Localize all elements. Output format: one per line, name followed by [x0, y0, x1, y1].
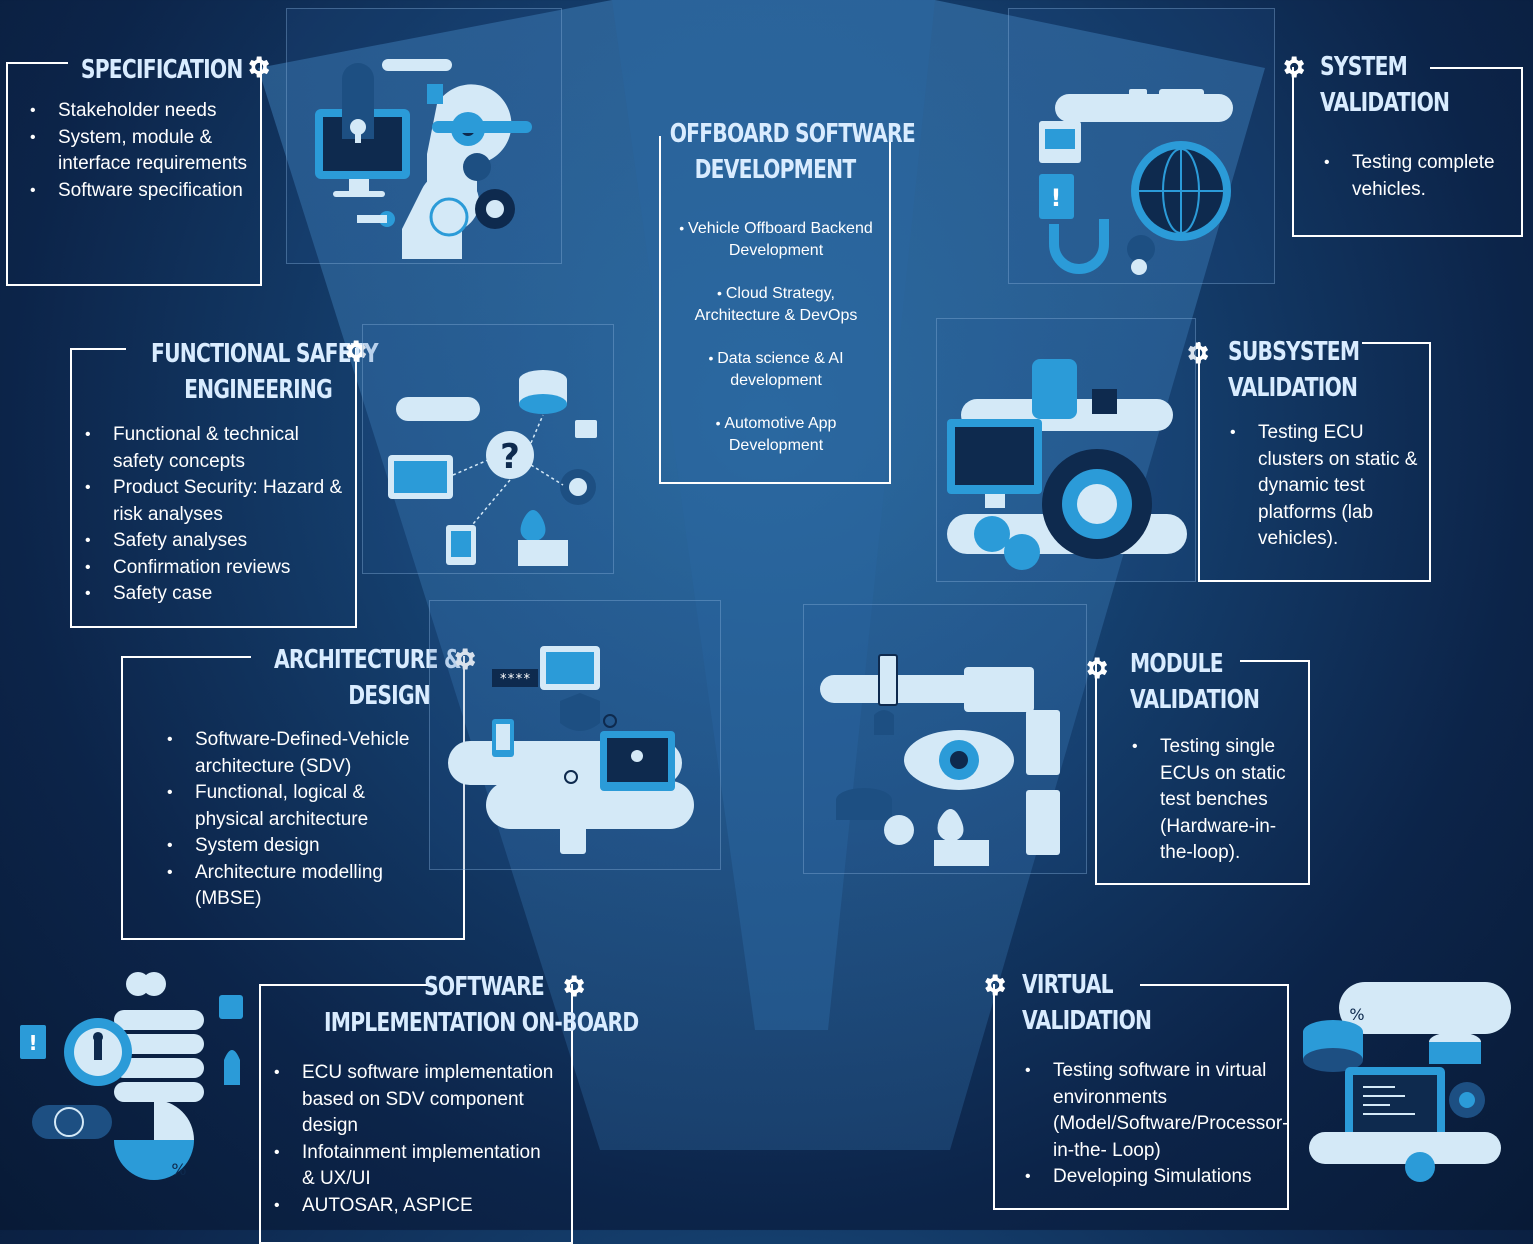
list-item: Product Security: Hazard & risk analyses	[85, 475, 345, 528]
software-impl-title: SOFTWARE IMPLEMENTATION ON-BOARD	[324, 972, 639, 1038]
list-item: Testing software in virtual environments…	[1025, 1058, 1288, 1164]
specification-title: SPECIFICATION	[80, 55, 243, 85]
virtual-validation-illustration: %	[1295, 972, 1527, 1194]
svg-text:!: !	[1051, 184, 1062, 212]
list-item: System, module & interface requirements	[30, 125, 250, 178]
architecture-title: ARCHITECTURE & DESIGN	[274, 645, 462, 711]
percent-label: %	[171, 1160, 186, 1179]
password-mask: ****	[499, 672, 530, 687]
specification-frame-top	[6, 62, 68, 64]
list-item: Developing Simulations	[1025, 1164, 1280, 1191]
svg-text:?: ?	[500, 437, 520, 477]
architecture-illustration: ****	[429, 600, 721, 870]
module-validation-frame-top	[1240, 660, 1310, 662]
list-item: Software-Defined-Vehicle architecture (S…	[167, 727, 437, 780]
list-item: Data science & AI development	[676, 348, 876, 391]
software-impl-list: ECU software implementation based on SDV…	[274, 1060, 554, 1219]
percent-label: %	[1349, 1005, 1364, 1024]
subsystem-validation-title: SUBSYSTEM VALIDATION	[1228, 337, 1360, 403]
specification-illustration	[286, 8, 562, 264]
module-validation-illustration	[803, 604, 1087, 874]
architecture-frame-top	[121, 656, 251, 658]
list-item: Cloud Strategy, Architecture & DevOps	[676, 283, 876, 326]
virtual-validation-title: VIRTUAL VALIDATION	[1022, 970, 1152, 1036]
list-item: Functional & technical safety concepts	[85, 422, 345, 475]
functional-safety-frame-top	[70, 348, 126, 350]
list-item: Stakeholder needs	[30, 98, 250, 125]
architecture-list: Software-Defined-Vehicle architecture (S…	[167, 727, 437, 913]
list-item: Automotive App Development	[676, 413, 876, 456]
software-impl-frame-top	[259, 984, 431, 986]
list-item: Testing ECU clusters on static & dynamic…	[1230, 420, 1420, 553]
functional-safety-list: Functional & technical safety concepts P…	[85, 422, 345, 608]
specification-list: Stakeholder needs System, module & inter…	[30, 98, 250, 204]
gear-icon	[455, 648, 476, 670]
module-validation-list: Testing single ECUs on static test bench…	[1132, 734, 1292, 867]
functional-safety-frame	[70, 348, 357, 628]
list-item: Testing single ECUs on static test bench…	[1132, 734, 1292, 867]
module-validation-frame	[1095, 660, 1310, 885]
system-validation-title: SYSTEM VALIDATION	[1320, 52, 1450, 118]
list-item: Vehicle Offboard Backend Development	[676, 218, 876, 261]
list-item: System design	[167, 833, 437, 860]
gear-icon	[985, 974, 1006, 996]
functional-safety-illustration: ?	[362, 324, 614, 574]
offboard-title: OFFBOARD SOFTWARE DEVELOPMENT	[669, 119, 916, 185]
system-validation-list: Testing complete vehicles.	[1324, 150, 1519, 203]
functional-safety-title: FUNCTIONAL SAFETY ENGINEERING	[151, 339, 379, 405]
gear-icon	[1188, 342, 1209, 364]
gear-icon	[346, 340, 367, 362]
gear-icon	[1284, 56, 1305, 78]
virtual-validation-frame-top	[1140, 984, 1289, 986]
list-item: Functional, logical & physical architect…	[167, 780, 437, 833]
subsystem-validation-frame-top	[1362, 342, 1431, 344]
subsystem-validation-list: Testing ECU clusters on static & dynamic…	[1230, 420, 1420, 553]
list-item: Safety analyses	[85, 528, 345, 555]
software-impl-illustration: ! %	[14, 970, 254, 1200]
architecture-frame	[121, 656, 465, 940]
list-item: Software specification	[30, 178, 250, 205]
list-item: ECU software implementation based on SDV…	[274, 1060, 554, 1140]
list-item: Confirmation reviews	[85, 555, 345, 582]
list-item: Architecture modelling (MBSE)	[167, 860, 437, 913]
virtual-validation-list: Testing software in virtual environments…	[1025, 1058, 1288, 1191]
virtual-validation-frame	[993, 984, 1289, 1210]
list-item: Infotainment implementation & UX/UI	[274, 1140, 554, 1193]
subsystem-validation-illustration	[936, 318, 1196, 582]
gear-icon	[249, 56, 270, 78]
gear-icon	[1087, 657, 1108, 679]
system-validation-frame	[1292, 67, 1523, 237]
gear-icon	[564, 975, 585, 997]
module-validation-title: MODULE VALIDATION	[1130, 649, 1260, 715]
specification-frame	[6, 62, 262, 286]
system-validation-frame-top	[1430, 67, 1523, 69]
system-validation-illustration: !	[1008, 8, 1275, 284]
offboard-list: Vehicle Offboard Backend Development Clo…	[676, 218, 876, 478]
list-item: AUTOSAR, ASPICE	[274, 1193, 554, 1220]
offboard-frame	[659, 136, 891, 484]
list-item: Safety case	[85, 581, 345, 608]
subsystem-validation-frame	[1198, 342, 1431, 582]
svg-text:!: !	[28, 1031, 37, 1055]
list-item: Testing complete vehicles.	[1324, 150, 1519, 203]
